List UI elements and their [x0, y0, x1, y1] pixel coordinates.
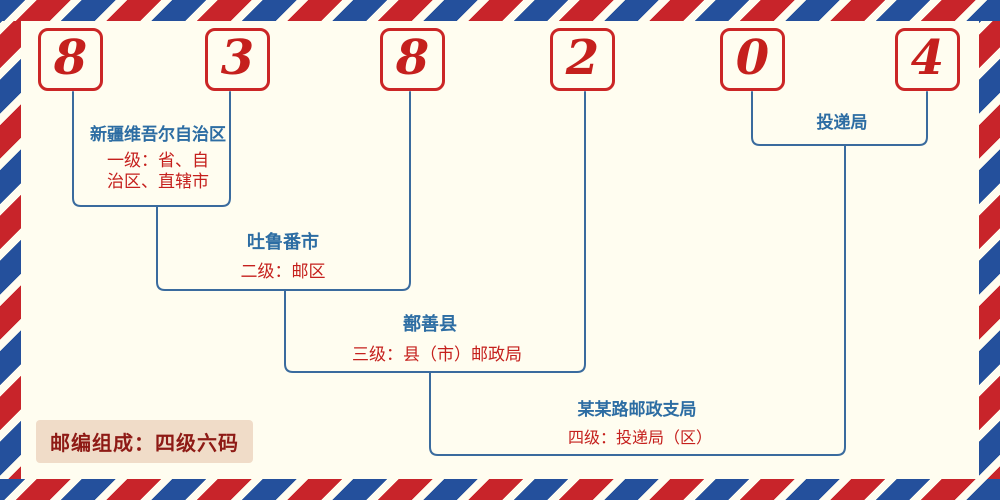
level-1-region-name: 新疆维吾尔自治区 [90, 125, 226, 145]
connector-level-3 [284, 91, 586, 373]
level-4-desc: 四级：投递局（区） [567, 428, 713, 447]
postal-digit-3: 8 [395, 29, 430, 86]
postal-digit-2: 3 [220, 29, 255, 86]
level-2-desc: 二级：邮区 [240, 262, 326, 282]
delivery-office-label: 投递局 [816, 113, 868, 133]
digit-box-3: 8 [380, 28, 445, 91]
postal-digit-1: 8 [53, 29, 88, 86]
airmail-border-left [0, 0, 21, 500]
connector-delivery-office [751, 91, 928, 146]
airmail-border-top [0, 0, 1000, 21]
level-4-region-name: 某某路邮政支局 [577, 400, 697, 420]
level-1-desc-line1: 一级：省、自 [107, 151, 209, 171]
digit-box-4: 2 [550, 28, 615, 91]
airmail-border-bottom [0, 479, 1000, 500]
airmail-border-right [979, 0, 1000, 500]
level-1-desc-line2: 治区、直辖市 [107, 172, 209, 192]
level-2-region-name: 吐鲁番市 [247, 232, 319, 253]
digit-box-2: 3 [205, 28, 270, 91]
connector-level-4 [429, 144, 846, 456]
level-3-desc: 三级：县（市）邮政局 [352, 345, 522, 365]
level-3-region-name: 鄯善县 [403, 314, 457, 335]
digit-box-5: 0 [720, 28, 785, 91]
postal-digit-4: 2 [565, 29, 600, 86]
digit-box-1: 8 [38, 28, 103, 91]
postal-digit-5: 0 [735, 29, 770, 86]
digit-box-6: 4 [895, 28, 960, 91]
postal-code-composition-badge: 邮编组成：四级六码 [36, 420, 253, 463]
connector-level-1 [72, 91, 231, 207]
postal-digit-6: 4 [910, 29, 945, 86]
connector-level-2 [156, 91, 411, 291]
